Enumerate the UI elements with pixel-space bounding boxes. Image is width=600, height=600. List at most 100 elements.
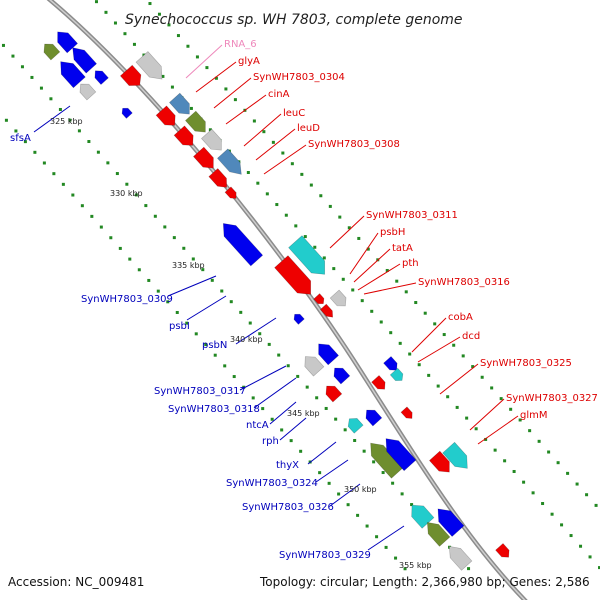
track-dot [366, 247, 370, 251]
gene-label-SynWH7803_0308[interactable]: SynWH7803_0308 [308, 139, 400, 150]
gene-thyX-shape [347, 418, 364, 434]
gene-0326b [385, 438, 417, 472]
gene-0318-shape [318, 343, 339, 366]
track-dot [522, 480, 526, 484]
tick-tracks [1, 0, 600, 571]
gene-label-psbH[interactable]: psbH [380, 227, 405, 238]
track-dot [305, 385, 309, 389]
track-dot [148, 2, 152, 6]
gene-label-thyX[interactable]: thyX [276, 460, 299, 471]
track-dot [239, 310, 243, 314]
gene-label-ntcA[interactable]: ntcA [246, 420, 269, 431]
gene-label-RNA_6[interactable]: RNA_6 [224, 39, 257, 50]
leader-line [367, 525, 405, 551]
gene-label-SynWH7803_0304[interactable]: SynWH7803_0304 [253, 72, 345, 83]
track-dot [80, 204, 84, 208]
gene-label-psbI[interactable]: psbI [169, 321, 190, 332]
track-dot [142, 53, 146, 57]
gene-rev-1-shape [57, 31, 78, 54]
track-dot [334, 417, 338, 421]
gene-pth [319, 303, 334, 318]
track-dot [232, 375, 236, 379]
track-dot [94, 0, 98, 4]
gene-label-glyA[interactable]: glyA [238, 56, 260, 67]
gene-leuC [185, 110, 206, 133]
gene-label-cobA[interactable]: cobA [448, 312, 473, 323]
gene-label-SynWH7803_0326[interactable]: SynWH7803_0326 [242, 502, 334, 513]
track-dot [275, 203, 279, 207]
gene-label-leuD[interactable]: leuD [297, 123, 320, 134]
track-dot [395, 279, 399, 283]
track-dot [194, 332, 198, 336]
gene-red-7-shape [495, 543, 510, 558]
track-dot [598, 566, 600, 570]
gene-label-SynWH7803_0329[interactable]: SynWH7803_0329 [279, 550, 371, 561]
track-dot [579, 544, 583, 548]
leader-line [185, 44, 223, 79]
track-dot [280, 428, 284, 432]
track-dot [267, 342, 271, 346]
gene-0311b [274, 255, 312, 295]
gene-cobA [383, 356, 398, 371]
leader-line [279, 417, 307, 441]
gene-label-SynWH7803_0309[interactable]: SynWH7803_0309 [81, 294, 173, 305]
accession-text: Accession: NC_009481 [8, 575, 144, 589]
gene-label-SynWH7803_0318[interactable]: SynWH7803_0318 [168, 404, 260, 415]
track-dot [251, 396, 255, 400]
track-dot [270, 417, 274, 421]
gene-rph-shape [325, 385, 343, 403]
gene-label-SynWH7803_0325[interactable]: SynWH7803_0325 [480, 358, 572, 369]
track-dot [52, 172, 56, 176]
leader-line [469, 398, 505, 431]
gene-dcd-shape [389, 367, 404, 381]
gene-red-7 [495, 543, 510, 558]
gene-red-6-shape [400, 406, 413, 419]
gene-dcd [389, 367, 404, 381]
gene-0311 [288, 235, 326, 275]
leader-line [477, 415, 519, 445]
track-dot [214, 76, 218, 80]
track-dot [394, 556, 398, 560]
gene-label-dcd[interactable]: dcd [462, 331, 480, 342]
gene-label-SynWH7803_0316[interactable]: SynWH7803_0316 [418, 277, 510, 288]
gene-gene-a [119, 64, 142, 86]
track-dot [484, 437, 488, 441]
gene-label-SynWH7803_0311[interactable]: SynWH7803_0311 [366, 210, 458, 221]
track-dot [208, 128, 212, 132]
leader-line [439, 363, 479, 395]
track-dot [242, 385, 246, 389]
leader-line [235, 317, 277, 345]
track-dot [87, 140, 91, 144]
gene-0308-shape [217, 148, 242, 175]
gene-0325 [371, 375, 386, 390]
track-dot [191, 257, 195, 261]
gene-psbH-shape [329, 289, 347, 307]
track-dot [493, 448, 497, 452]
gene-label-pth[interactable]: pth [402, 258, 419, 269]
track-dot [277, 353, 281, 357]
track-dot [404, 290, 408, 294]
gene-glyA [135, 51, 163, 80]
gene-label-sfsA[interactable]: sfsA [10, 133, 31, 144]
gene-label-psbN[interactable]: psbN [202, 340, 227, 351]
gene-label-SynWH7803_0317[interactable]: SynWH7803_0317 [154, 386, 246, 397]
gene-rev-5 [79, 83, 97, 101]
track-dot [229, 300, 233, 304]
gene-glmM [429, 450, 450, 473]
track-dot [106, 161, 110, 165]
track-dot [290, 162, 294, 166]
gene-label-leuC[interactable]: leuC [283, 108, 305, 119]
gene-label-cinA[interactable]: cinA [268, 89, 290, 100]
gene-0329b-shape [437, 508, 465, 537]
gene-label-tatA[interactable]: tatA [392, 243, 413, 254]
gene-label-rph[interactable]: rph [262, 436, 279, 447]
track-dot [182, 246, 186, 250]
kbp-label-330: 330 kbp [110, 189, 143, 198]
gene-0308 [217, 148, 242, 175]
track-dot [343, 428, 347, 432]
gene-label-SynWH7803_0324[interactable]: SynWH7803_0324 [226, 478, 318, 489]
track-dot [512, 469, 516, 473]
gene-label-SynWH7803_0327[interactable]: SynWH7803_0327 [506, 393, 598, 404]
gene-rph [325, 385, 343, 403]
gene-label-glmM[interactable]: glmM [520, 410, 548, 421]
